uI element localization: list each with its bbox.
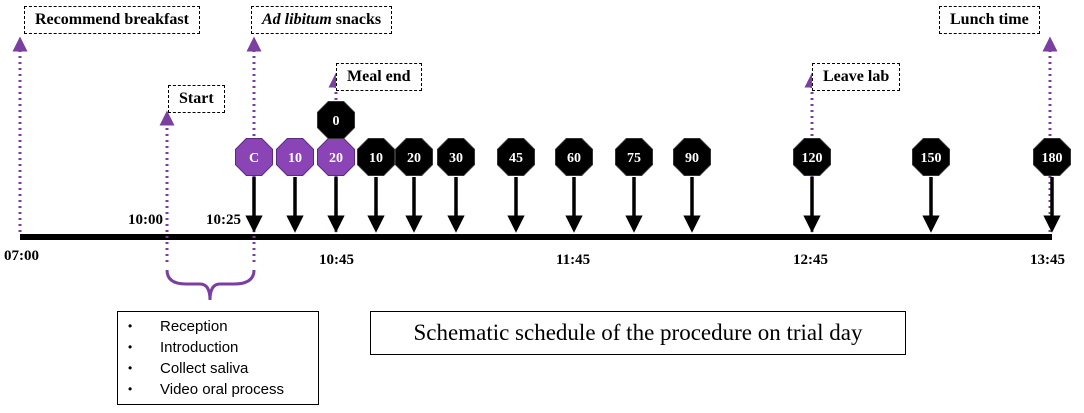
sample-label: 0 (333, 114, 340, 129)
event-box-snacks: Ad libitum snacks (251, 6, 393, 34)
sample-label: 60 (567, 151, 581, 166)
sample-marker (1033, 138, 1071, 176)
sample-marker (235, 138, 273, 176)
snacks-italic: Ad libitum (262, 11, 332, 28)
sample-label: C (249, 151, 259, 166)
sample-marker (357, 138, 395, 176)
procedure-item: Collect saliva (118, 358, 318, 379)
sample-marker (317, 101, 355, 139)
sample-label: 90 (685, 151, 699, 166)
sample-marker (673, 138, 711, 176)
curly-brace (165, 269, 256, 301)
time-label-1245: 12:45 (793, 252, 828, 268)
sample-marker (395, 138, 433, 176)
sample-label: 180 (1042, 151, 1063, 166)
sample-label: 10 (369, 151, 383, 166)
sample-marker (276, 138, 314, 176)
sample-marker (555, 138, 593, 176)
sample-marker (437, 138, 475, 176)
sample-label: 20 (329, 151, 343, 166)
event-box-breakfast: Recommend breakfast (24, 6, 200, 34)
procedure-item: Video oral process (118, 379, 318, 400)
time-label-1345: 13:45 (1030, 252, 1065, 268)
sample-marker (912, 138, 950, 176)
event-box-meal-end: Meal end (336, 63, 422, 91)
sample-marker (497, 138, 535, 176)
time-label-1045: 10:45 (319, 252, 354, 268)
time-label-1025: 10:25 (206, 212, 241, 228)
sample-label: 10 (288, 151, 302, 166)
sample-label: 150 (921, 151, 942, 166)
sample-marker (793, 138, 831, 176)
sample-label: 20 (407, 151, 421, 166)
time-label-1000: 10:00 (128, 212, 163, 228)
sample-label: 30 (449, 151, 463, 166)
sample-marker (317, 138, 355, 176)
procedure-item: Introduction (118, 337, 318, 358)
time-label-1145: 11:45 (556, 252, 591, 268)
sample-label: 75 (627, 151, 641, 166)
samples-layer: C 10 20 0 10 20 30 45 60 75 90 120 150 180 (235, 101, 1071, 233)
sample-label: 45 (509, 151, 523, 166)
diagram-caption: Schematic schedule of the procedure on t… (370, 311, 906, 355)
event-box-leave: Leave lab (812, 63, 901, 91)
procedure-list: Reception Introduction Collect saliva Vi… (117, 311, 319, 405)
event-box-lunch: Lunch time (939, 6, 1040, 34)
procedure-item: Reception (118, 316, 318, 337)
sample-label: 120 (802, 151, 823, 166)
sample-marker (615, 138, 653, 176)
time-label-0700: 07:00 (4, 248, 39, 264)
event-box-start: Start (168, 85, 225, 113)
snacks-rest: snacks (331, 11, 382, 28)
